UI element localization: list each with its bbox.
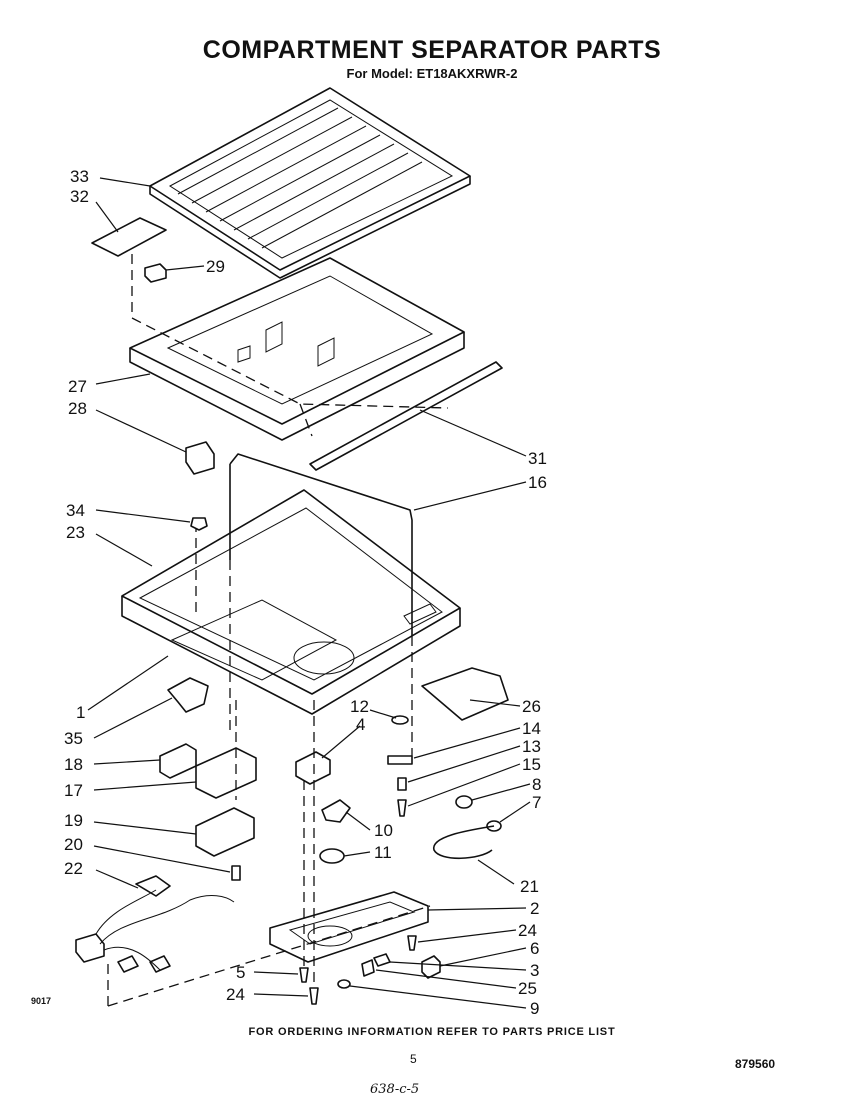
leader-lines — [87, 177, 531, 1009]
part-washer-12 — [391, 715, 409, 725]
label-16: 16 — [528, 473, 547, 492]
part-strip — [309, 361, 503, 471]
drawing-code-left: 9017 — [31, 996, 52, 1006]
label-6: 6 — [530, 939, 539, 958]
part-connector-25 — [361, 959, 375, 977]
part-insulation-wedge — [421, 667, 509, 721]
part-gasket-18 — [159, 743, 197, 779]
label-9: 9 — [530, 999, 539, 1018]
label-4: 4 — [356, 715, 365, 734]
part-screw-5 — [299, 967, 309, 983]
page-title: COMPARTMENT SEPARATOR PARTS — [202, 36, 662, 64]
label-28: 28 — [68, 399, 87, 418]
part-pad — [185, 441, 215, 475]
label-18: 18 — [64, 755, 83, 774]
label-12: 12 — [350, 697, 369, 716]
label-26: 26 — [522, 697, 541, 716]
part-label-card — [91, 217, 167, 257]
part-bushing-13 — [397, 777, 407, 791]
part-screw-15 — [397, 799, 407, 817]
part-connector-3 — [373, 953, 391, 967]
page-number: 5 — [410, 1052, 417, 1066]
part-bracket-35 — [167, 677, 209, 713]
part-ring-7 — [486, 820, 502, 832]
part-screw-24-lower — [309, 987, 319, 1005]
label-33: 33 — [70, 167, 89, 186]
callout-labels: 33 32 29 27 28 31 16 34 23 1 35 18 17 19… — [64, 167, 547, 1018]
part-main-separator — [121, 489, 461, 715]
label-7: 7 — [532, 793, 541, 812]
part-fitting-4 — [295, 751, 331, 785]
label-22: 22 — [64, 859, 83, 878]
model-subtitle: For Model: ET18AKXRWR-2 — [346, 66, 518, 81]
label-31: 31 — [528, 449, 547, 468]
part-ring-8 — [455, 795, 473, 809]
label-24-upper: 24 — [518, 921, 537, 940]
label-13: 13 — [522, 737, 541, 756]
label-23: 23 — [66, 523, 85, 542]
drawing-code-right: 879560 — [735, 1057, 776, 1071]
part-clip-10 — [321, 799, 351, 823]
label-32: 32 — [70, 187, 89, 206]
label-14: 14 — [522, 719, 541, 738]
part-screw-24-upper — [407, 935, 417, 951]
part-wire-21 — [433, 825, 495, 860]
part-plug-6 — [421, 955, 441, 979]
label-15: 15 — [522, 755, 541, 774]
part-housing-17 — [195, 747, 257, 799]
label-20: 20 — [64, 835, 83, 854]
part-disc-11 — [319, 848, 345, 864]
label-21: 21 — [520, 877, 539, 896]
part-wire-rod — [229, 453, 413, 636]
part-grille-cover — [149, 87, 471, 279]
label-35: 35 — [64, 729, 83, 748]
label-1: 1 — [76, 703, 85, 722]
label-19: 19 — [64, 811, 83, 830]
part-small-block — [144, 263, 167, 283]
label-17: 17 — [64, 781, 83, 800]
label-27: 27 — [68, 377, 87, 396]
part-screw-34 — [190, 517, 208, 531]
part-base-tray — [269, 891, 429, 963]
label-11: 11 — [374, 843, 392, 862]
label-25: 25 — [518, 979, 537, 998]
label-5: 5 — [236, 963, 245, 982]
label-34: 34 — [66, 501, 85, 520]
ordering-note: FOR ORDERING INFORMATION REFER TO PARTS … — [248, 1026, 616, 1038]
part-compartment-frame — [129, 257, 465, 441]
assembly-dash-lines — [107, 254, 449, 1007]
label-10: 10 — [374, 821, 393, 840]
label-24-lower: 24 — [226, 985, 245, 1004]
part-screw-20 — [231, 865, 241, 881]
part-grommet-14 — [387, 755, 413, 765]
part-wire-harness — [75, 875, 235, 973]
label-2: 2 — [530, 899, 539, 918]
part-spacer-9 — [337, 979, 351, 989]
part-cover-19 — [195, 807, 255, 857]
label-3: 3 — [530, 961, 539, 980]
handwritten-note: 638-c-5 — [370, 1082, 420, 1097]
label-29: 29 — [206, 257, 225, 276]
label-8: 8 — [532, 775, 541, 794]
